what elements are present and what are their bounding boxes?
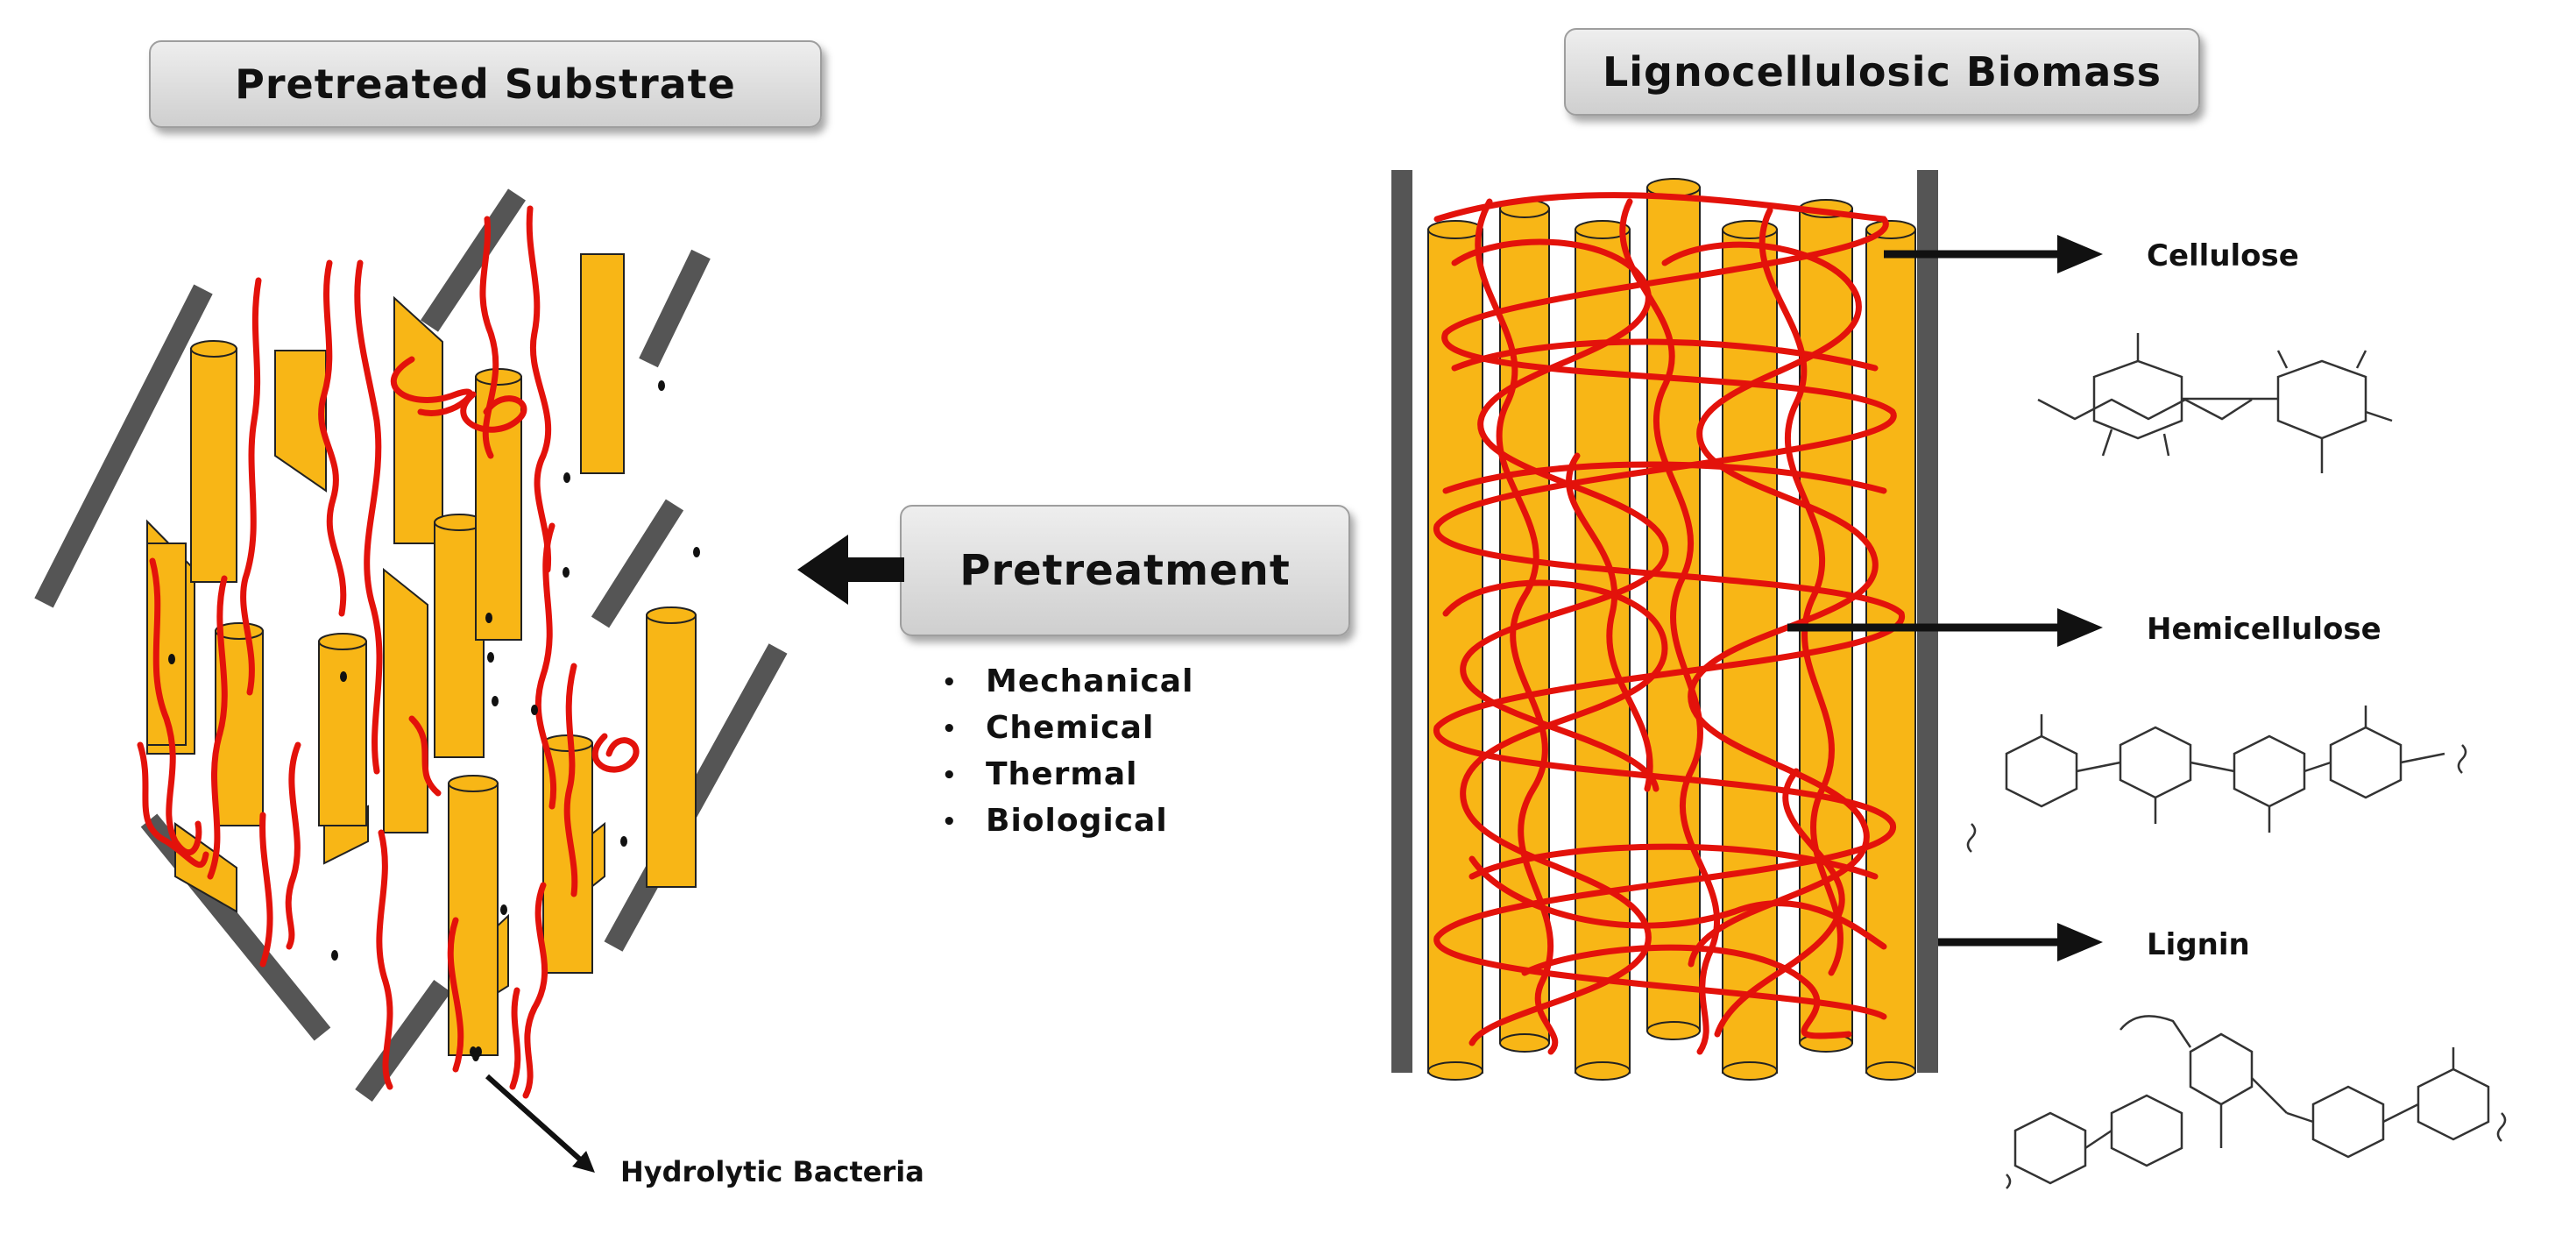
pretreatment-arrow [797, 535, 904, 605]
cell-wall-right [1917, 170, 1938, 1073]
hemicellulose-structure [1966, 706, 2467, 853]
lignin-strands-left [137, 205, 640, 1099]
lignin-structure [2006, 1015, 2507, 1189]
pretreatment-box: Pretreatment [900, 505, 1350, 636]
pretreated-substrate-title: Pretreated Substrate [149, 40, 822, 128]
pretreatment-methods-list: •Mechanical •Chemical •Thermal •Biologic… [942, 659, 1193, 845]
cellulose-arrow [2057, 235, 2103, 273]
lignocellulosic-biomass-diagram [1391, 170, 2507, 1189]
method-item: •Chemical [942, 710, 1155, 746]
method-item: •Biological [942, 803, 1168, 839]
method-item: •Thermal [942, 756, 1138, 792]
hydrolytic-bacteria-dots [168, 380, 700, 1061]
cellulose-structure [2037, 333, 2393, 473]
method-item: •Mechanical [942, 663, 1194, 699]
cellulose-cylinders-left [146, 340, 697, 1056]
hydrolytic-bacteria-label: Hydrolytic Bacteria [620, 1155, 924, 1188]
bacteria-pointer-arrow [485, 1074, 595, 1174]
lignin-label: Lignin [2147, 927, 2250, 962]
pretreated-substrate-diagram [34, 188, 788, 1174]
hemicellulose-arrow [2057, 608, 2103, 647]
hemicellulose-label: Hemicellulose [2147, 612, 2381, 647]
component-arrows [1787, 235, 2103, 961]
lignin-arrow [2057, 923, 2103, 961]
lignin-network-right [1433, 192, 1905, 1055]
cell-wall-left [1391, 170, 1412, 1073]
lignocellulosic-biomass-title: Lignocellulosic Biomass [1564, 28, 2200, 116]
cellulose-label: Cellulose [2147, 238, 2299, 273]
